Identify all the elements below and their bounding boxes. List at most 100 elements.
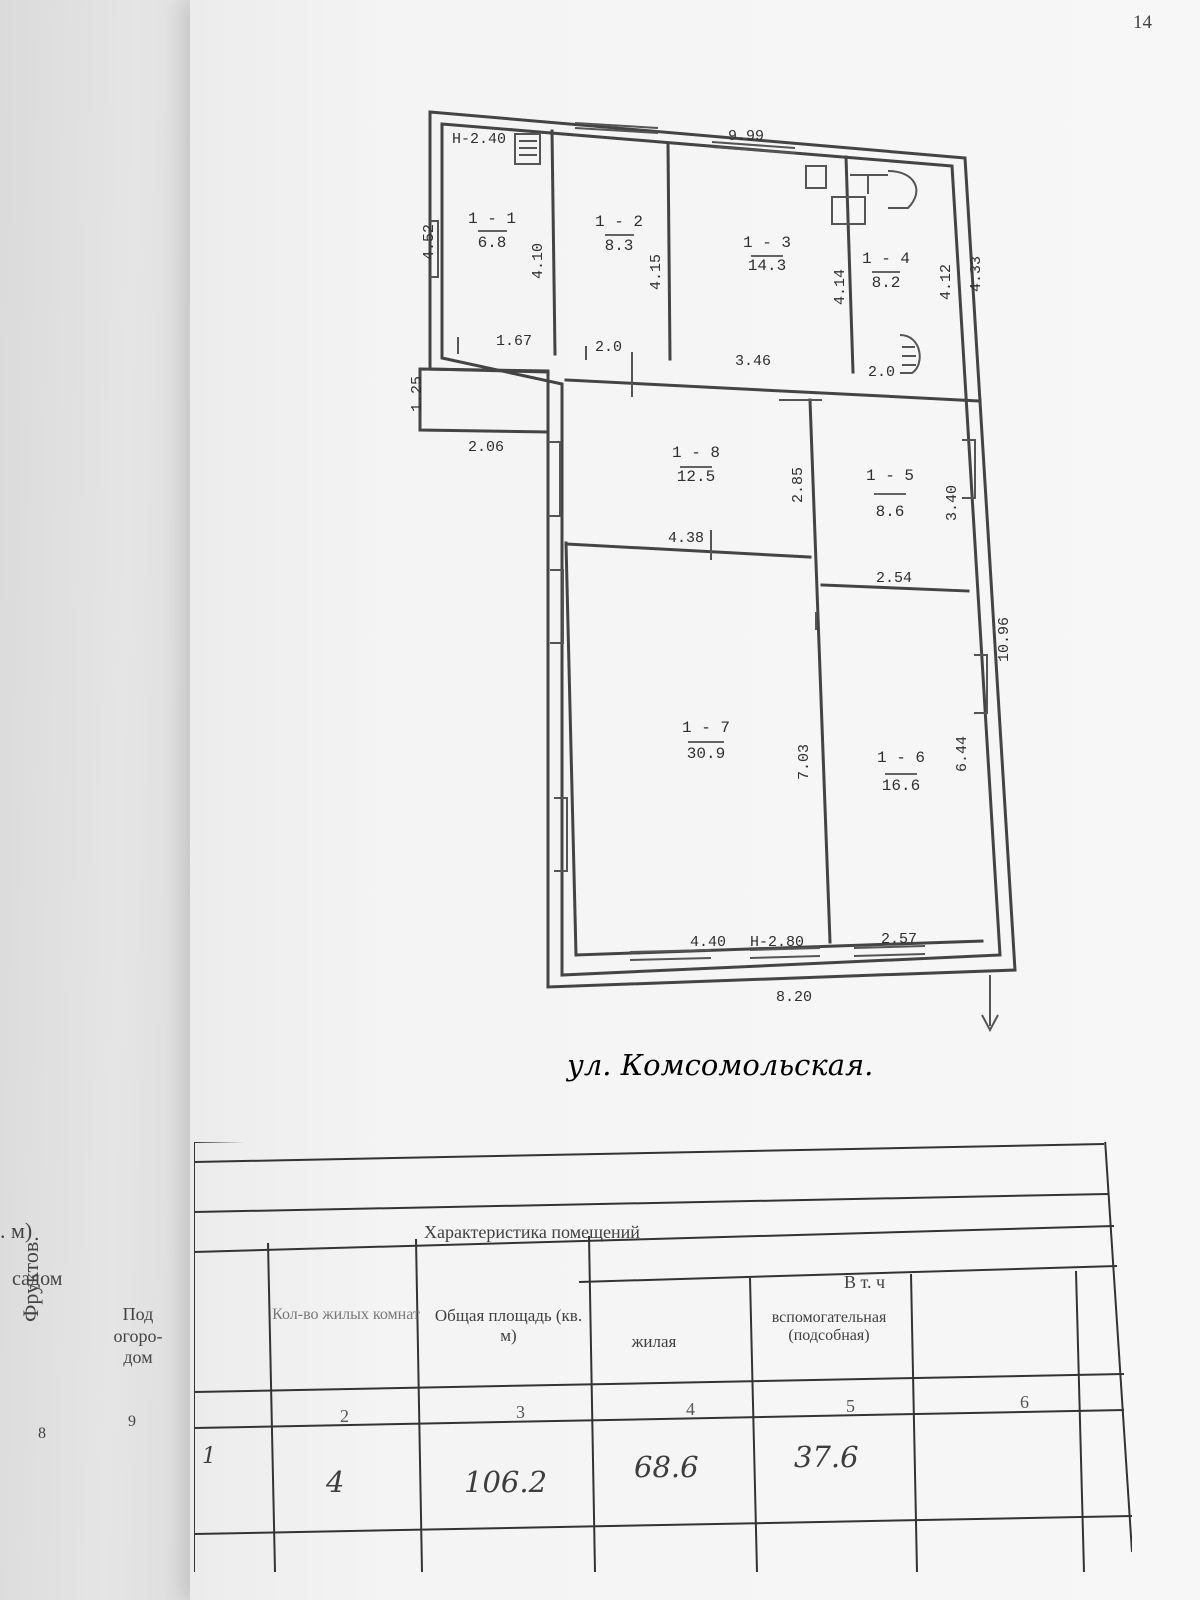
window-bottom-1 xyxy=(629,949,712,953)
room-area-1-8: 12.5 xyxy=(677,468,715,486)
dim-452: 4.52 xyxy=(421,224,438,260)
stair-symbol-2 xyxy=(899,334,921,374)
fixture-2 xyxy=(850,174,888,194)
page-number: 14 xyxy=(1133,12,1152,33)
window-left-hall-3 xyxy=(554,797,568,872)
room-area-1-2: 8.3 xyxy=(605,237,634,255)
left-page-number-8: 8 xyxy=(38,1425,46,1442)
left-page-number-9: 9 xyxy=(128,1413,136,1430)
wall-left-hall xyxy=(564,541,578,957)
table-grid xyxy=(193,1123,1133,1573)
wall-central-vertical xyxy=(808,398,832,944)
table-column-rooms-count: Кол-во жилых комнат xyxy=(272,1306,420,1323)
dim-415: 4.15 xyxy=(648,254,665,290)
window-top-2 xyxy=(711,141,796,149)
wall-1-8-1-7 xyxy=(564,542,812,559)
table-row-total-area: 106.2 xyxy=(464,1465,548,1499)
dim-414: 4.14 xyxy=(832,269,849,305)
wall-1-3-1-4 xyxy=(844,155,855,374)
stair-symbol-1 xyxy=(514,133,541,165)
dim-h240: Н-2.40 xyxy=(452,131,506,148)
dim-644: 6.44 xyxy=(954,736,971,772)
room-id-1-1: 1 - 1 xyxy=(468,210,516,228)
table-row-index: 1 xyxy=(202,1444,216,1469)
dim-438: 4.38 xyxy=(668,530,704,547)
wall-1-5-1-6 xyxy=(820,583,970,593)
room-id-1-4: 1 - 4 xyxy=(862,250,910,268)
window-bottom-3 xyxy=(853,945,926,949)
dim-167: 1.67 xyxy=(496,333,532,350)
outer-wall xyxy=(428,110,1017,989)
left-page-header-fragment: садом xyxy=(12,1268,63,1290)
dim-340: 3.40 xyxy=(944,485,961,521)
room-id-1-6: 1 - 6 xyxy=(877,749,925,767)
room-id-1-8: 1 - 8 xyxy=(672,444,720,462)
table-column-number-6: 6 xyxy=(1020,1392,1029,1412)
dim-433: 4.33 xyxy=(968,256,985,292)
right-page: 14 xyxy=(190,0,1200,1600)
room-id-1-2: 1 - 2 xyxy=(595,213,643,231)
window-left xyxy=(430,220,439,278)
street-label: ул. Комсомольская. xyxy=(565,1048,873,1082)
room-area-1-5: 8.6 xyxy=(876,503,905,521)
stair-lines-2 xyxy=(902,346,916,366)
dim-412: 4.12 xyxy=(938,264,955,300)
fixture-3 xyxy=(887,170,918,209)
window-left-hall-2 xyxy=(550,569,564,644)
window-right-1 xyxy=(962,439,976,499)
dim-820: 8.20 xyxy=(776,989,812,1006)
dim-254: 2.54 xyxy=(876,570,912,587)
dim-125: 1.25 xyxy=(409,376,426,412)
window-top-1 xyxy=(574,122,659,129)
room-id-1-5: 1 - 5 xyxy=(866,467,914,485)
room-area-1-4: 8.2 xyxy=(872,274,901,292)
room-id-1-3: 1 - 3 xyxy=(743,234,791,252)
table-row-rooms-count: 4 xyxy=(326,1465,345,1499)
dim-999: 9.99 xyxy=(728,128,764,145)
window-left-hall-1 xyxy=(548,441,561,517)
table-heading: Характеристика помещений xyxy=(424,1222,640,1242)
table-column-total-area: Общая площадь (кв. м) xyxy=(434,1306,583,1345)
room-area-1-1: 6.8 xyxy=(478,234,507,252)
table-column-number-3: 3 xyxy=(516,1402,525,1422)
dim-1096: 10.96 xyxy=(996,617,1013,662)
left-page-top-fragment: . м) xyxy=(0,1218,33,1243)
room-area-1-3: 14.3 xyxy=(748,257,786,275)
table-row-living-area: 68.6 xyxy=(634,1450,699,1484)
dim-20-right: 2.0 xyxy=(868,364,895,381)
dim-410: 4.10 xyxy=(530,243,547,279)
left-page-column-garden: Под огоро- дом xyxy=(113,1304,163,1368)
window-top-2b xyxy=(711,146,796,154)
table-column-number-4: 4 xyxy=(686,1399,695,1419)
window-right-2 xyxy=(974,654,988,714)
fixture-1 xyxy=(805,165,827,189)
north-arrow-head xyxy=(981,1014,999,1033)
table-column-number-5: 5 xyxy=(846,1396,855,1416)
dim-440: 4.40 xyxy=(690,934,726,951)
window-bottom-3b xyxy=(853,953,926,957)
dim-285: 2.85 xyxy=(790,467,807,503)
room-area-1-7: 30.9 xyxy=(687,745,725,763)
window-bottom-2b xyxy=(749,955,821,959)
table-column-living-area: жилая xyxy=(631,1332,677,1351)
dim-346: 3.46 xyxy=(735,353,771,370)
wall-1-2-1-3 xyxy=(666,142,672,361)
room-area-1-6: 16.6 xyxy=(882,777,920,795)
table-column-number-2: 2 xyxy=(340,1406,349,1426)
inner-wall xyxy=(440,122,1002,977)
wall-upper-hall xyxy=(564,378,982,403)
table-column-auxiliary-area: вспомогательная (подсобная) xyxy=(771,1309,887,1344)
dim-703: 7.03 xyxy=(796,744,813,780)
wall-bottom-inner xyxy=(574,939,984,957)
table-row-auxiliary-area: 37.6 xyxy=(794,1440,859,1474)
dim-257: 2.57 xyxy=(881,931,917,948)
dim-20-left: 2.0 xyxy=(595,339,622,356)
room-id-1-7: 1 - 7 xyxy=(682,719,730,737)
table-subheading: В т. ч xyxy=(844,1272,886,1292)
porch-box xyxy=(418,367,550,434)
window-bottom-1b xyxy=(629,957,712,961)
dim-h280: Н-2.80 xyxy=(750,934,804,951)
window-top-1b xyxy=(574,127,659,134)
